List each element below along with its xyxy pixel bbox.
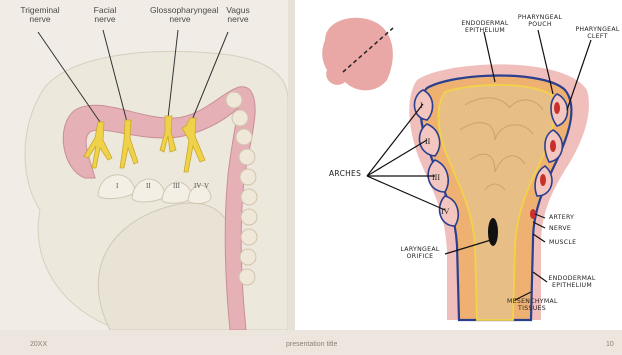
embryo-thumbnail <box>322 18 393 91</box>
footer-year: 20XX <box>30 341 47 348</box>
right-arch-numeral-2: II <box>425 137 431 146</box>
footer-page-number: 10 <box>606 341 614 348</box>
laryngeal-orifice <box>488 218 498 246</box>
right-illustration-panel: I II III IV ENDODERMAL EPITHELIUM PHARYN… <box>295 0 622 330</box>
label-laryngeal-orifice: LARYNGEAL ORIFICE <box>393 246 447 260</box>
arch-numeral-4: IV <box>194 182 201 190</box>
label-glossopharyngeal-nerve: Glossopharyngeal nerve <box>150 6 210 24</box>
right-arch-numeral-1: I <box>420 101 423 110</box>
arch-numeral-5: V <box>204 182 209 190</box>
label-facial-nerve: Facial nerve <box>88 6 122 24</box>
label-pharyngeal-pouch: PHARYNGEAL POUCH <box>511 14 569 28</box>
panel-divider <box>288 0 295 330</box>
embryo-illustration: I II III IV V <box>0 0 288 330</box>
label-artery: ARTERY <box>549 214 574 221</box>
label-endodermal-epithelium-top: ENDODERMAL EPITHELIUM <box>455 20 515 34</box>
label-muscle: MUSCLE <box>549 239 576 246</box>
left-illustration-panel: I II III IV V Trigeminal nerve Facial ne… <box>0 0 288 330</box>
label-nerve: NERVE <box>549 225 571 232</box>
label-arches: ARCHES <box>329 170 361 177</box>
right-arch-numeral-3: III <box>432 173 440 182</box>
footer-presentation-title: presentation title <box>286 341 337 348</box>
label-vagus-nerve: Vagus nerve <box>222 6 254 24</box>
label-mesenchymal-tissues: MESENCHYMAL TISSUES <box>507 298 557 312</box>
label-pharyngeal-cleft: PHARYNGEAL CLEFT <box>575 26 620 40</box>
arch-numeral-2: II <box>146 182 151 190</box>
label-endodermal-epithelium-bottom: ENDODERMAL EPITHELIUM <box>547 275 597 289</box>
right-arch-numeral-4: IV <box>441 207 450 216</box>
arch-numeral-3: III <box>173 182 181 190</box>
label-trigeminal-nerve: Trigeminal nerve <box>20 6 60 24</box>
